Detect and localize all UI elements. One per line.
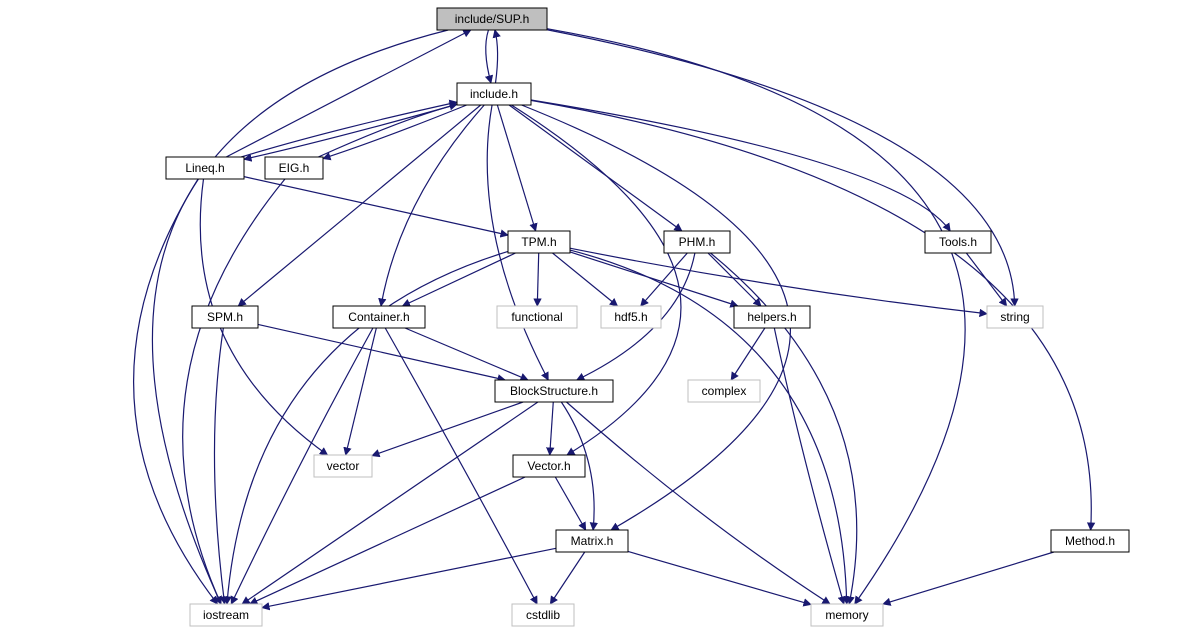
edge-container-h-to-vector (343, 327, 377, 456)
node-label: complex (702, 384, 747, 398)
node-label: cstdlib (526, 608, 560, 622)
edge-spm-h-to-iostream (213, 327, 228, 605)
node-matrix-h[interactable]: Matrix.h (555, 529, 629, 553)
node-iostream: iostream (189, 603, 263, 627)
edge-container-h-to-cstdlib (384, 327, 538, 605)
edge-blockstructure-h-to-vector (371, 401, 524, 458)
node-label: Vector.h (527, 459, 570, 473)
node-phm-h[interactable]: PHM.h (663, 230, 731, 254)
edge-lineq-h-to-include-h (241, 99, 458, 158)
edge-include-h-to-lineq-h (243, 103, 458, 162)
node-vector: vector (313, 454, 373, 478)
node-cstdlib: cstdlib (511, 603, 575, 627)
node-label: vector (327, 459, 360, 473)
edge-include-h-to-spm-h (237, 104, 482, 307)
edge-helpers-h-to-complex (730, 327, 766, 381)
edge-matrix-h-to-cstdlib (549, 551, 586, 605)
edge-include-sup-h-to-include-h (484, 29, 494, 84)
node-eig-h[interactable]: EIG.h (264, 156, 324, 180)
edge-phm-h-to-memory (710, 252, 858, 605)
edge-eig-h-to-iostream (182, 178, 286, 605)
edge-phm-h-to-hdf5-h (640, 252, 688, 307)
edge-matrix-h-to-memory (627, 550, 812, 607)
edge-eig-h-to-include-h (318, 102, 458, 158)
edge-lineq-h-to-iostream (133, 178, 219, 605)
node-label: BlockStructure.h (510, 384, 598, 398)
node-label: Container.h (348, 310, 409, 324)
node-label: helpers.h (747, 310, 796, 324)
edge-helpers-h-to-memory (773, 327, 846, 605)
edge-tpm-h-to-container-h (401, 252, 516, 307)
node-container-h[interactable]: Container.h (332, 305, 426, 329)
node-label: string (1000, 310, 1029, 324)
edge-container-h-to-iostream (230, 327, 374, 605)
edge-tpm-h-to-functional (533, 252, 542, 307)
edge-include-sup-h-to-string (546, 29, 1019, 307)
node-label: include/SUP.h (455, 12, 530, 26)
edge-include-sup-h-to-iostream (151, 29, 449, 605)
node-label: functional (511, 310, 562, 324)
edge-vector-h-to-iostream (249, 476, 526, 605)
node-label: Tools.h (939, 235, 977, 249)
node-include-h[interactable]: include.h (456, 82, 532, 106)
edge-include-h-to-method-h (530, 99, 1096, 531)
node-label: SPM.h (207, 310, 243, 324)
node-memory: memory (810, 603, 884, 627)
edge-phm-h-to-helpers-h (707, 252, 762, 307)
node-blockstructure-h[interactable]: BlockStructure.h (494, 379, 614, 403)
edge-container-h-to-blockstructure-h (404, 327, 529, 381)
edge-tpm-h-to-iostream (223, 250, 509, 605)
edge-tpm-h-to-string (569, 247, 988, 318)
edge-include-h-to-eig-h (322, 104, 467, 161)
edge-blockstructure-h-to-vector-h (546, 401, 555, 456)
node-label: TPM.h (521, 235, 556, 249)
node-string: string (986, 305, 1044, 329)
node-functional: functional (496, 305, 578, 329)
node-spm-h[interactable]: SPM.h (191, 305, 259, 329)
node-complex: complex (687, 379, 761, 403)
edge-blockstructure-h-to-matrix-h (560, 401, 599, 531)
nodes-layer: include/SUP.h include.h Lineq.h EIG.h TP… (165, 7, 1130, 627)
node-include-sup-h[interactable]: include/SUP.h (436, 7, 548, 31)
node-label: memory (825, 608, 868, 622)
node-vector-h[interactable]: Vector.h (512, 454, 586, 478)
node-label: PHM.h (679, 235, 716, 249)
edge-include-h-to-blockstructure-h (486, 104, 549, 381)
edge-include-h-to-tpm-h (496, 104, 538, 232)
edge-lineq-h-to-tpm-h (243, 176, 509, 238)
node-hdf5-h: hdf5.h (600, 305, 662, 329)
edge-include-h-to-container-h (378, 104, 485, 307)
edge-method-h-to-memory (882, 551, 1055, 606)
node-label: Method.h (1065, 534, 1115, 548)
edge-include-h-to-tools-h (530, 99, 951, 232)
edge-blockstructure-h-to-memory (566, 401, 831, 605)
edge-tpm-h-to-memory (569, 249, 851, 605)
edge-matrix-h-to-iostream (261, 547, 557, 611)
edge-tools-h-to-string (965, 252, 1008, 307)
edge-tpm-h-to-helpers-h (569, 251, 739, 308)
edge-blockstructure-h-to-iostream (241, 401, 539, 605)
node-label: hdf5.h (614, 310, 647, 324)
node-tools-h[interactable]: Tools.h (924, 230, 992, 254)
node-label: include.h (470, 87, 518, 101)
node-label: Lineq.h (185, 161, 224, 175)
node-method-h[interactable]: Method.h (1050, 529, 1130, 553)
node-label: iostream (203, 608, 249, 622)
node-helpers-h[interactable]: helpers.h (733, 305, 811, 329)
node-lineq-h[interactable]: Lineq.h (165, 156, 245, 180)
edge-include-h-to-include-sup-h (492, 29, 501, 84)
node-tpm-h[interactable]: TPM.h (507, 230, 571, 254)
node-label: Matrix.h (571, 534, 614, 548)
edge-tpm-h-to-hdf5-h (552, 252, 619, 307)
edge-vector-h-to-matrix-h (554, 476, 587, 531)
edge-spm-h-to-blockstructure-h (257, 323, 506, 383)
edge-include-h-to-phm-h (508, 104, 683, 232)
edge-lineq-h-to-include-sup-h (225, 29, 472, 158)
edge-include-h-to-vector-h (511, 104, 682, 456)
node-label: EIG.h (279, 161, 310, 175)
